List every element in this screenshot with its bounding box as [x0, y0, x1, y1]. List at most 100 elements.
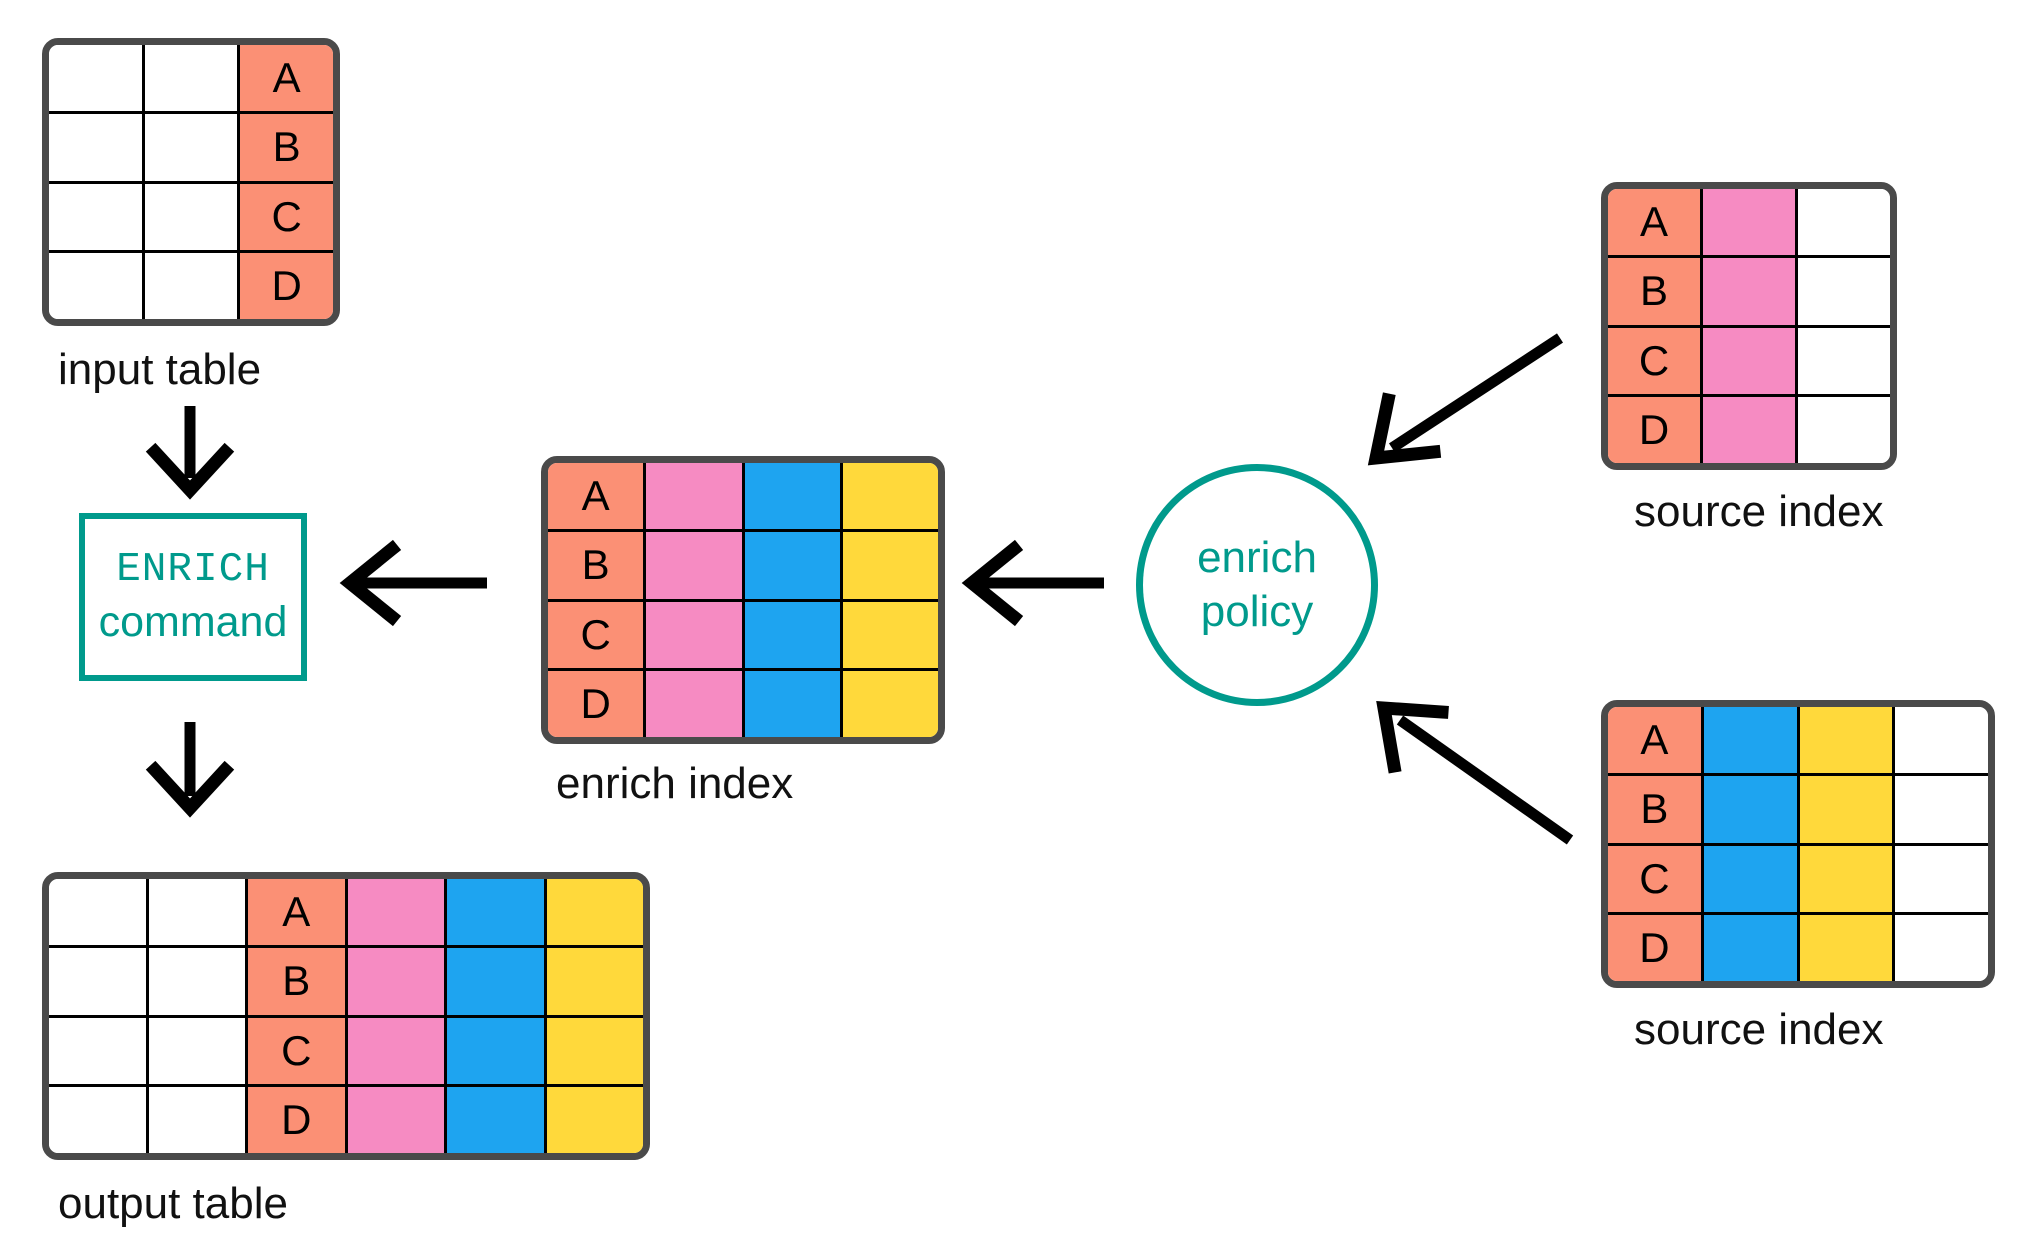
output-table-cell — [444, 948, 544, 1015]
table-row: D — [49, 1083, 643, 1153]
output-table-cell — [49, 879, 146, 946]
table-row: B — [49, 111, 333, 181]
source-index-bottom-cell — [1796, 845, 1893, 912]
output-table-caption: output table — [58, 1179, 288, 1228]
source-index-top-key-cell: B — [1608, 258, 1700, 325]
source-index-top-cell — [1795, 327, 1890, 394]
output-table-cell — [543, 1017, 643, 1084]
source-index-bottom-cell — [1796, 776, 1893, 843]
arrow-source-bottom-to-policy — [1376, 700, 1574, 845]
source-index-bottom-cell — [1892, 845, 1988, 912]
input-table-caption: input table — [58, 345, 262, 394]
enrich-index-cell — [741, 532, 840, 599]
source-index-bottom-cell — [1700, 776, 1797, 843]
table-row: B — [548, 529, 938, 599]
enrich-index-cell — [643, 463, 742, 530]
arrow-command-to-output — [145, 722, 235, 818]
enrich-command-word: command — [98, 597, 288, 646]
enrich-command-box[interactable]: ENRICH command — [79, 513, 307, 681]
output-table-cell — [344, 1086, 444, 1153]
source-index-top-cell — [1700, 396, 1795, 463]
source-index-top-key-cell: A — [1608, 189, 1700, 256]
source-index-bottom-cell — [1796, 914, 1893, 981]
enrich-index-cell — [741, 463, 840, 530]
arrow-input-to-command — [145, 406, 235, 500]
table-row: C — [548, 598, 938, 668]
arrow-source-top-to-policy — [1367, 333, 1564, 466]
table-row: C — [49, 180, 333, 250]
source-index-top-cell — [1795, 189, 1890, 256]
enrich-policy-node[interactable]: enrich policy — [1136, 464, 1378, 706]
enrich-index-cell — [741, 601, 840, 668]
source-index-bottom-key-cell: A — [1608, 707, 1701, 774]
input-table-cell — [141, 45, 238, 112]
output-table-key-cell: C — [245, 1017, 345, 1084]
source-index-top-caption: source index — [1634, 487, 1884, 536]
output-table-key-cell: A — [245, 879, 345, 946]
input-table-cell — [49, 183, 142, 250]
table-row: D — [1608, 393, 1890, 463]
input-table-cell — [49, 45, 142, 112]
output-table-cell — [145, 1086, 245, 1153]
arrow-enrich-index-to-command — [339, 539, 487, 627]
output-table-cell — [145, 1017, 245, 1084]
enrich-index-cell — [839, 601, 938, 668]
input-table-cell — [141, 183, 238, 250]
enrich-index-key-cell: B — [548, 532, 644, 599]
output-table-cell — [543, 948, 643, 1015]
input-table-key-cell: B — [237, 114, 333, 181]
enrich-index-cell — [643, 601, 742, 668]
enrich-index-cell — [839, 463, 938, 530]
output-table-cell — [145, 879, 245, 946]
source-index-bottom-key-cell: B — [1608, 776, 1701, 843]
arrow-policy-to-enrich-index — [961, 539, 1104, 627]
enrich-policy-line1: enrich — [1197, 532, 1317, 582]
enrich-index-cell — [643, 670, 742, 737]
table-row: C — [49, 1014, 643, 1084]
table-row: B — [1608, 255, 1890, 325]
source-index-bottom-key-cell: C — [1608, 845, 1701, 912]
output-table-cell — [444, 879, 544, 946]
output-table-cell — [543, 1086, 643, 1153]
source-index-top-cell — [1700, 258, 1795, 325]
output-table-cell — [444, 1086, 544, 1153]
table-row: A — [1608, 189, 1890, 256]
output-table-cell — [49, 1017, 146, 1084]
table-row: C — [1608, 324, 1890, 394]
enrich-index-key-cell: C — [548, 601, 644, 668]
enrich-index-key-cell: D — [548, 670, 644, 737]
source-index-top-key-cell: D — [1608, 396, 1700, 463]
source-index-top-cell — [1700, 189, 1795, 256]
source-index-top-cell — [1795, 396, 1890, 463]
source-index-top-cell — [1795, 258, 1890, 325]
table-row: A — [49, 879, 643, 946]
source-index-bottom-cell — [1700, 707, 1797, 774]
table-row: D — [49, 249, 333, 319]
table-row: A — [548, 463, 938, 530]
input-table-cell — [49, 252, 142, 319]
source-index-bottom-key-cell: D — [1608, 914, 1701, 981]
output-table-cell — [49, 1086, 146, 1153]
output-table-cell — [344, 1017, 444, 1084]
source-index-bottom-cell — [1700, 845, 1797, 912]
output-table-cell — [543, 879, 643, 946]
output-table-cell — [344, 948, 444, 1015]
output-table-key-cell: B — [245, 948, 345, 1015]
output-table-cell — [444, 1017, 544, 1084]
source-index-top-cell — [1700, 327, 1795, 394]
table-row: D — [1608, 911, 1988, 981]
input-table-key-cell: C — [237, 183, 333, 250]
source-index-bottom-cell — [1892, 776, 1988, 843]
enrich-index-key-cell: A — [548, 463, 644, 530]
enrich-index-cell — [839, 670, 938, 737]
output-table-cell — [145, 948, 245, 1015]
table-row: A — [49, 45, 333, 112]
source-index-bottom-cell — [1796, 707, 1893, 774]
enrich-index-cell — [741, 670, 840, 737]
